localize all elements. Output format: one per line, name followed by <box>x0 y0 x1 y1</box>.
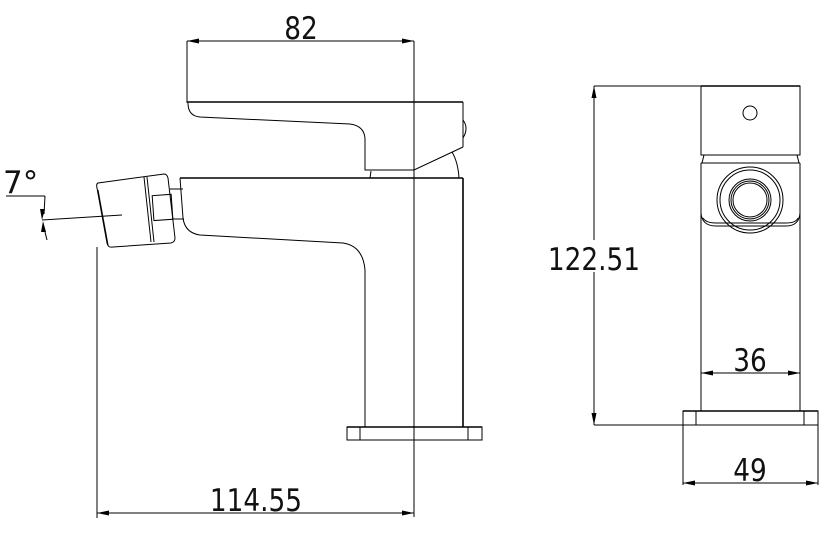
bidet-aerator <box>41 173 176 248</box>
dim-label-49: 49 <box>733 452 767 489</box>
dim-label-82: 82 <box>284 10 318 47</box>
dim-label-122-51: 122.51 <box>548 241 640 278</box>
side-view: 82 <box>3 10 483 519</box>
dim-label-angle: 7° <box>3 165 38 201</box>
front-view: 122.51 36 <box>548 85 819 489</box>
faucet-body <box>170 177 464 427</box>
dimension-spout-angle: 7° <box>3 165 48 241</box>
faucet-body-front <box>700 162 801 411</box>
base-plate-side <box>346 426 483 441</box>
dimension-handle-length: 82 <box>186 10 415 517</box>
lever-handle-front <box>700 85 801 164</box>
dimension-total-length: 114.55 <box>96 247 414 519</box>
dim-label-114-55: 114.55 <box>210 482 302 519</box>
dimension-body-width: 36 <box>701 342 800 379</box>
dimension-base-width: 49 <box>683 452 818 489</box>
dim-label-36: 36 <box>733 342 767 379</box>
dimension-height: 122.51 <box>548 85 701 426</box>
lever-handle <box>187 101 467 179</box>
base-plate-front <box>682 410 819 485</box>
